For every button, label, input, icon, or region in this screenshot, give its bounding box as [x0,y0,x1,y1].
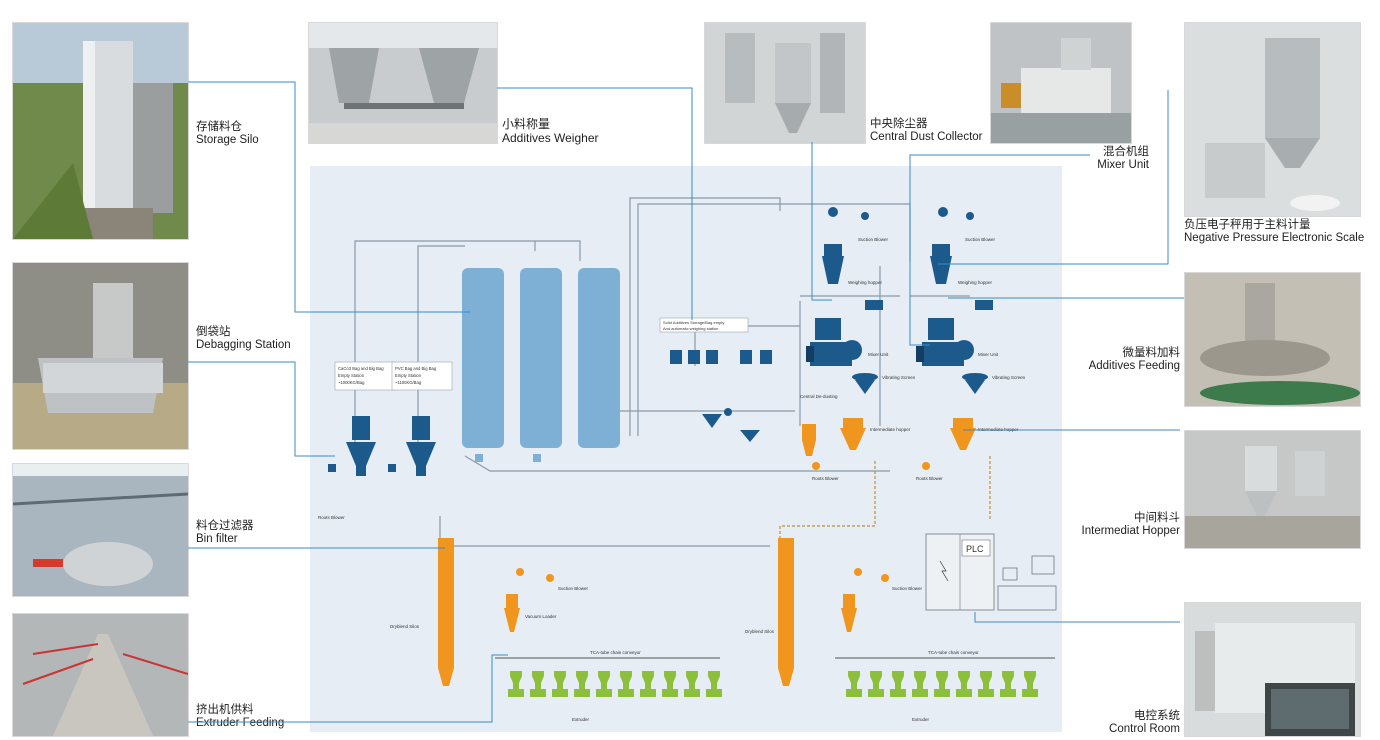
suction-blower-label-2: Suction Blower [965,237,996,242]
plc-cabinet: PLC [925,533,995,611]
caption-additives-weigher: 小料称量 Additives Weigher [502,117,599,145]
extruder-label-left: Extruder [572,717,590,722]
suction-blower-label-left: Suction Blower [558,586,589,591]
additives-weigher-photo [308,22,498,144]
central-dedusting: Central De-dusting [800,394,838,456]
weighing-hopper-label-1: Weighing hopper [848,280,882,285]
extruders-right [846,671,1038,697]
pvc-station-line-3: ~1100KG/Bag [395,380,422,385]
vibrating-screen-label-1: Vibrating Screen [882,375,916,380]
caption-debagging-station: 倒袋站 Debagging Station [196,326,291,352]
storage-silos [462,268,620,448]
dryblend-silos-label-right: Dryblend Silos [745,629,775,634]
roots-blower-label-3: Roots Blower [916,476,943,481]
negative-pressure-scale-photo [1184,22,1361,217]
storage-silo-photo [12,22,189,240]
vacuum-loader-label-left: Vacuum Loader [525,614,557,619]
intermediate-hopper-1: Intermediate hopper Roots Blower [812,418,911,481]
intermediate-hopper-2: Intermediate hopper Roots Blower [916,418,1019,481]
intermediate-hopper-label-1: Intermediate hopper [870,427,911,432]
caption-storage-silo: 存储料仓 Storage Silo [196,121,259,147]
debagging-station-pvc: PVC Bag and Big Bag Empty Station ~1100K… [388,361,453,476]
intermediate-hopper-photo [1184,430,1361,549]
roots-blower-label-2: Roots Blower [812,476,839,481]
control-room-photo [1184,602,1361,737]
mixer-unit-1: Suction Blower Weighing hopper Mixer Uni… [806,207,916,394]
caption-intermediate-hopper: 中间料斗 Intermediat Hopper [1081,512,1180,538]
tca-conveyor-label-left: TCA-tube chain conveyor [590,650,641,655]
weighing-hopper-label-2: Weighing hopper [958,280,992,285]
caption-central-dust-collector: 中央除尘器 Central Dust Collector [870,118,983,144]
dryblend-silos-label-left: Dryblend Silos [390,624,420,629]
suction-blower-label-1: Suction Blower [858,237,889,242]
debagging-station-photo [12,262,189,450]
central-dedusting-label: Central De-dusting [800,394,838,399]
extruder-label-right: Extruder [912,717,930,722]
debagging-station-caco3: CaCo3 Bag and Big Bag Empty Station ~100… [318,361,396,520]
process-flow-diagram: CaCo3 Bag and Big Bag Empty Station ~100… [310,166,1062,732]
caption-negative-pressure-scale: 负压电子秤用于主料计量 Negative Pressure Electronic… [1184,219,1365,245]
mixer-unit-label-2: Mixer Unit [978,352,999,357]
operator-workstation [997,555,1057,611]
caption-control-room: 电控系统 Control Room [1109,710,1180,736]
extruder-line-right: Dryblend Silos Suction Blower TCA-tube c… [745,538,1055,722]
caption-bin-filter: 料仓过滤器 Bin filter [196,520,254,546]
caco3-station-line-2: Empty Station [338,373,365,378]
solid-additives-line-2: And automatic weighing station [663,326,718,331]
caption-extruder-feeding: 挤出机供料 Extruder Feeding [196,704,285,730]
vibrating-screen-label-2: Vibrating Screen [992,375,1026,380]
pvc-station-line-2: Empty Station [395,373,422,378]
bin-filter-photo [12,463,189,597]
extruder-feeding-photo [12,613,189,737]
roots-blower-label-left: Roots Blower [318,515,345,520]
mixer-unit-label-1: Mixer Unit [868,352,889,357]
caption-additives-feeding: 微量料加料 Additives Feeding [1088,347,1180,373]
solid-additives-line-1: Solid Additives Storage/Bag empty [663,320,724,325]
suction-blower-label-right: Suction Blower [892,586,923,591]
mixer-unit-photo [990,22,1132,144]
additives-feeding-photo [1184,272,1361,407]
central-dust-collector-photo [704,22,866,144]
caco3-station-line-3: ~1000KG/Bag [338,380,365,385]
caco3-station-line-1: CaCo3 Bag and Big Bag [338,366,384,371]
solid-additives-station: Solid Additives Storage/Bag empty And au… [659,317,772,442]
plc-label: PLC [966,544,984,554]
tca-conveyor-label-right: TCA-tube chain conveyor [928,650,979,655]
caption-mixer-unit: 混合机组 Mixer Unit [1097,146,1149,172]
extruders-left [508,671,722,697]
intermediate-hopper-label-2: Intermediate hopper [978,427,1019,432]
mixer-unit-2: Suction Blower Weighing hopper Mixer Uni… [916,207,1026,394]
pvc-station-line-1: PVC Bag and Big Bag [395,366,437,371]
